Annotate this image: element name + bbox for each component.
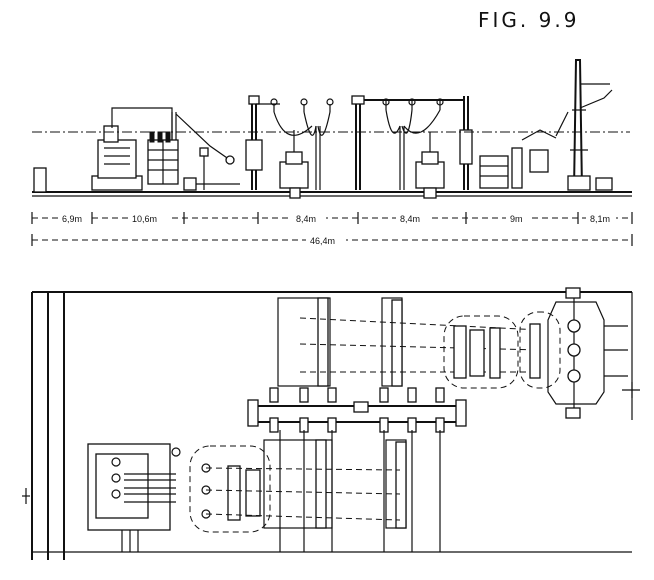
transformer-plan: [87, 443, 211, 531]
dimension-label-total: 46,4m: [310, 236, 335, 246]
dimension-label-1: 6,9m: [62, 214, 82, 224]
dimension-label-4: 8,4m: [400, 214, 420, 224]
circuit-breaker-2: [415, 132, 445, 199]
circuit-breaker-1: [279, 130, 309, 199]
dimension-label-6: 8,1m: [590, 214, 610, 224]
dimension-label-5: 9m: [510, 214, 523, 224]
dimension-label-2: 10,6m: [132, 214, 157, 224]
figure-title: FIG. 9.9: [478, 8, 579, 32]
plan-view: [22, 287, 640, 560]
building-left: [33, 167, 47, 193]
line-entry-mast: [567, 59, 613, 191]
gantry-1: [245, 95, 280, 190]
dimension-label-3: 8,4m: [296, 214, 316, 224]
elevation-view: [32, 59, 632, 199]
power-transformer: [91, 107, 179, 191]
